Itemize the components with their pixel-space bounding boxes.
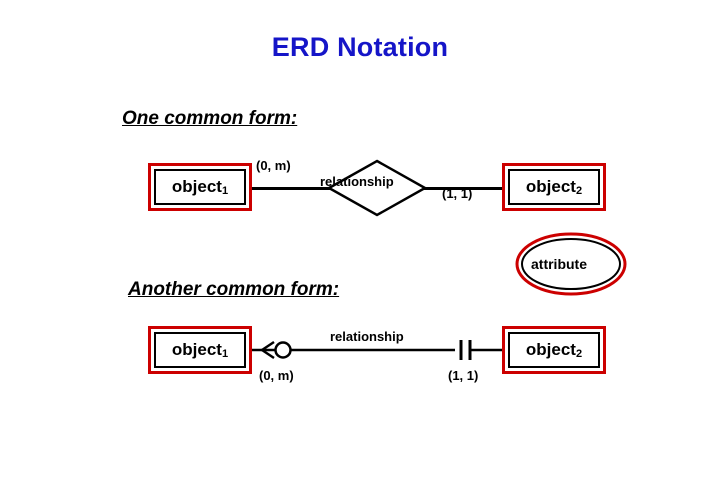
cardinality-right-form2: (1, 1) (448, 368, 479, 383)
relationship-label-form2: relationship (330, 329, 404, 344)
cardinality-right-form1: (1, 1) (442, 186, 473, 201)
entity-inner-border (154, 332, 246, 368)
entity-inner-border (508, 169, 600, 205)
attribute-label: attribute (531, 256, 587, 272)
section-heading-two: Another common form: (128, 279, 340, 300)
cardinality-left-form2: (0, m) (259, 368, 294, 383)
relationship-label-form1: relationship (320, 174, 394, 189)
connector-right-form1 (424, 187, 504, 190)
page-title: ERD Notation (271, 32, 449, 62)
entity-inner-border (154, 169, 246, 205)
crowsfoot-icon-top (261, 340, 275, 352)
optional-circle-icon (274, 341, 292, 359)
cardinality-left-form1: (0, m) (256, 158, 291, 173)
connector-left-form1 (252, 187, 330, 190)
section-heading-one: One common form: (122, 108, 298, 129)
entity-inner-border (508, 332, 600, 368)
crowsfoot-icon-bottom (261, 348, 275, 360)
